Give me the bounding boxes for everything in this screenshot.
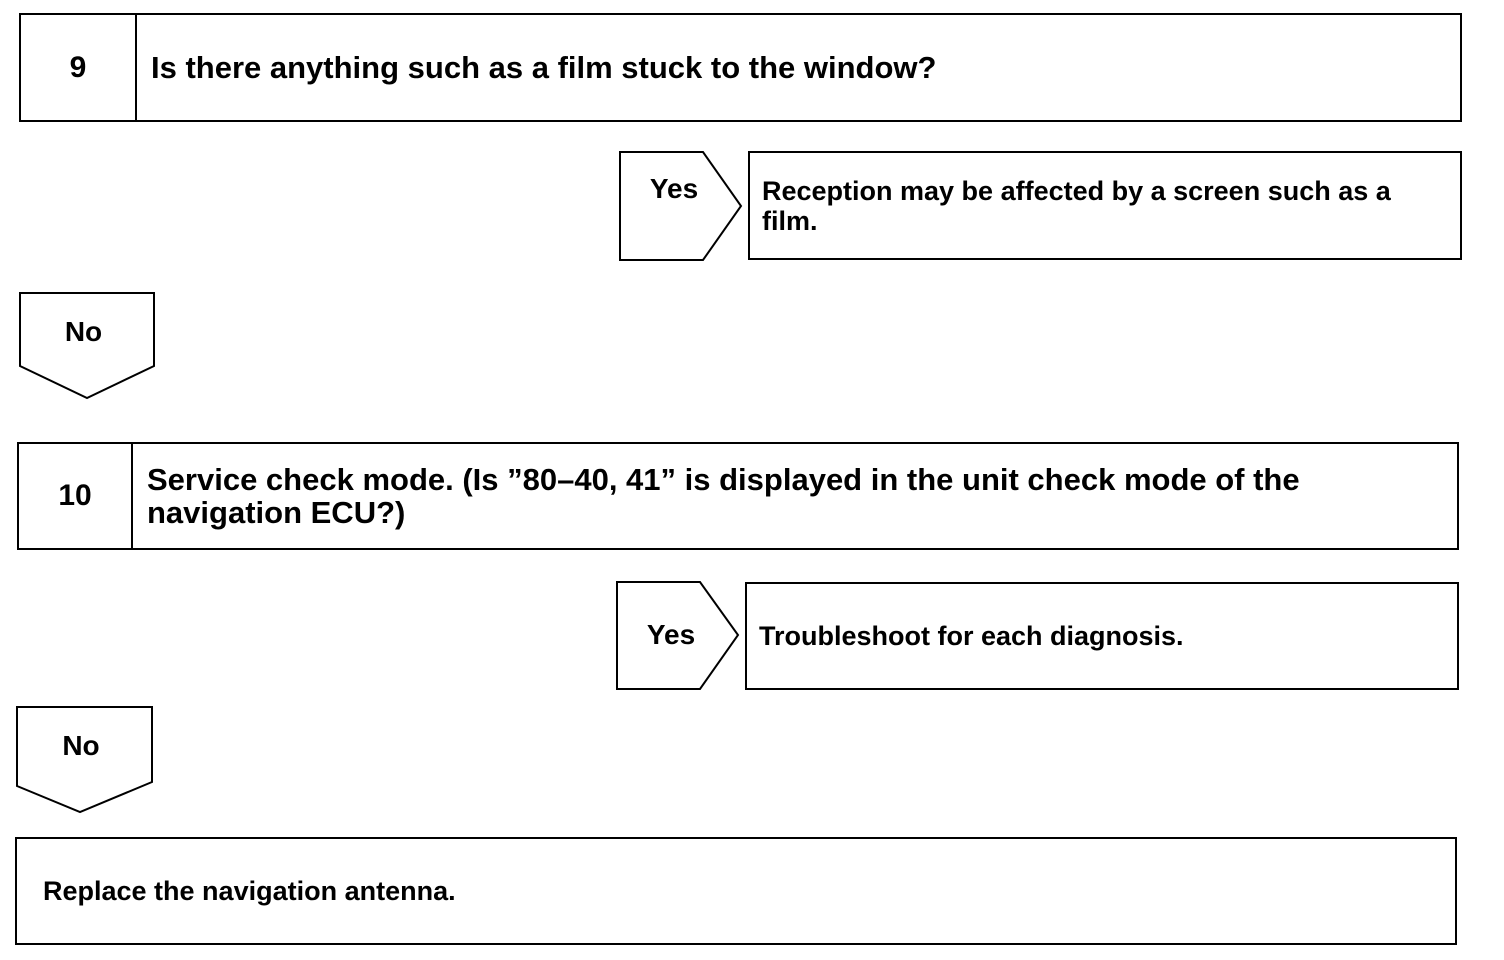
step-number: 10 bbox=[19, 444, 133, 548]
step-9-box: 9 Is there anything such as a film stuck… bbox=[19, 13, 1462, 122]
step-10-yes-result: Troubleshoot for each diagnosis. bbox=[745, 582, 1459, 690]
step-9-yes-result: Reception may be affected by a screen su… bbox=[748, 151, 1462, 260]
right-arrow-icon bbox=[616, 581, 740, 690]
yes-arrow-shape: Yes bbox=[619, 151, 743, 261]
right-arrow-icon bbox=[619, 151, 743, 261]
no-label: No bbox=[64, 316, 103, 347]
yes-label: Yes bbox=[649, 173, 699, 204]
down-arrow-icon bbox=[19, 292, 155, 400]
yes-arrow-shape: Yes bbox=[616, 581, 740, 690]
yes-label: Yes bbox=[646, 619, 696, 650]
step-10-box: 10 Service check mode. (Is ”80–40, 41” i… bbox=[17, 442, 1459, 550]
step-question: Service check mode. (Is ”80–40, 41” is d… bbox=[147, 462, 1300, 530]
step-number: 9 bbox=[21, 15, 137, 120]
no-arrow-shape: No bbox=[16, 706, 154, 814]
no-arrow-shape: No bbox=[19, 292, 156, 400]
step-question: Is there anything such as a film stuck t… bbox=[151, 50, 937, 85]
no-label: No bbox=[62, 730, 100, 761]
final-action-box: Replace the navigation antenna. bbox=[15, 837, 1457, 945]
down-arrow-icon bbox=[16, 706, 153, 814]
